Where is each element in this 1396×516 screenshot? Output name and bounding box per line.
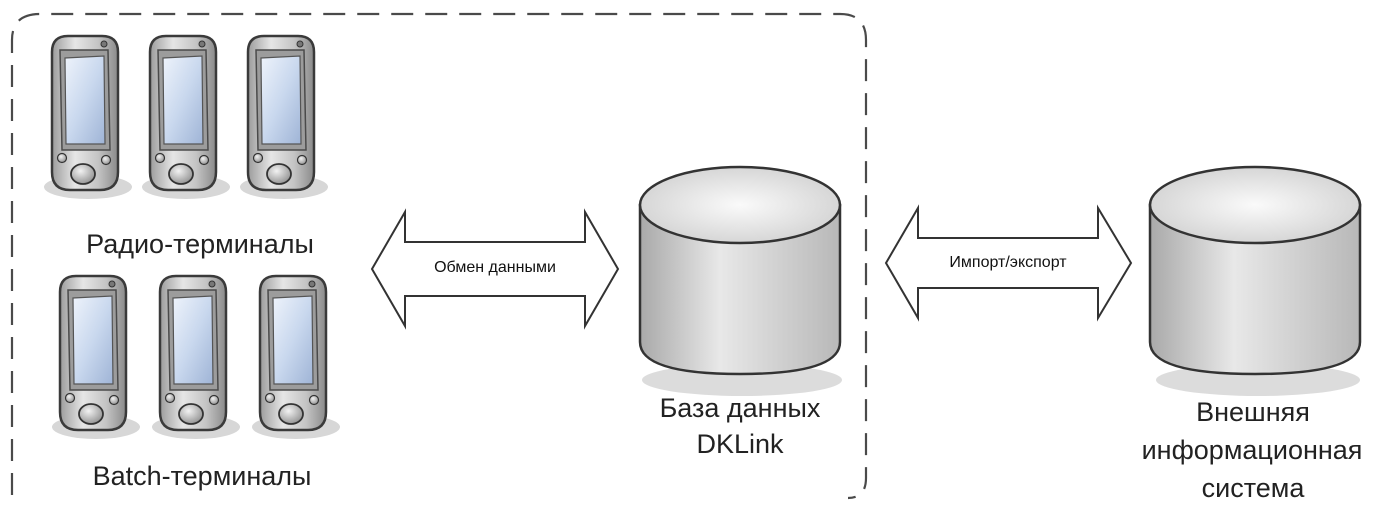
dklink-database-label-line1: База данных — [659, 393, 821, 423]
radio-terminal-icon — [140, 34, 232, 201]
batch-terminal-icon — [150, 274, 242, 441]
external-system-database-icon — [1148, 165, 1362, 396]
dklink-database-label-line2: DKLink — [696, 429, 784, 459]
radio-terminal-icon — [42, 34, 134, 201]
radio-terminals-label: Радио-терминалы — [86, 229, 314, 259]
exchange-double-arrow — [370, 208, 620, 330]
import-export-arrow-label: Импорт/экспорт — [949, 254, 1067, 271]
dklink-database-icon — [638, 165, 842, 396]
external-system-label-line3: система — [1201, 473, 1305, 503]
exchange-arrow-label: Обмен данными — [434, 259, 556, 276]
batch-terminals-group — [50, 274, 342, 441]
batch-terminal-icon — [50, 274, 142, 441]
external-system-label-line1: Внешняя — [1196, 397, 1310, 427]
batch-terminal-icon — [250, 274, 342, 441]
radio-terminals-group — [42, 34, 330, 201]
external-system-label-line2: информационная — [1141, 435, 1363, 465]
radio-terminal-icon — [238, 34, 330, 201]
import-export-double-arrow — [884, 204, 1133, 322]
batch-terminals-label: Batch-терминалы — [92, 461, 312, 491]
